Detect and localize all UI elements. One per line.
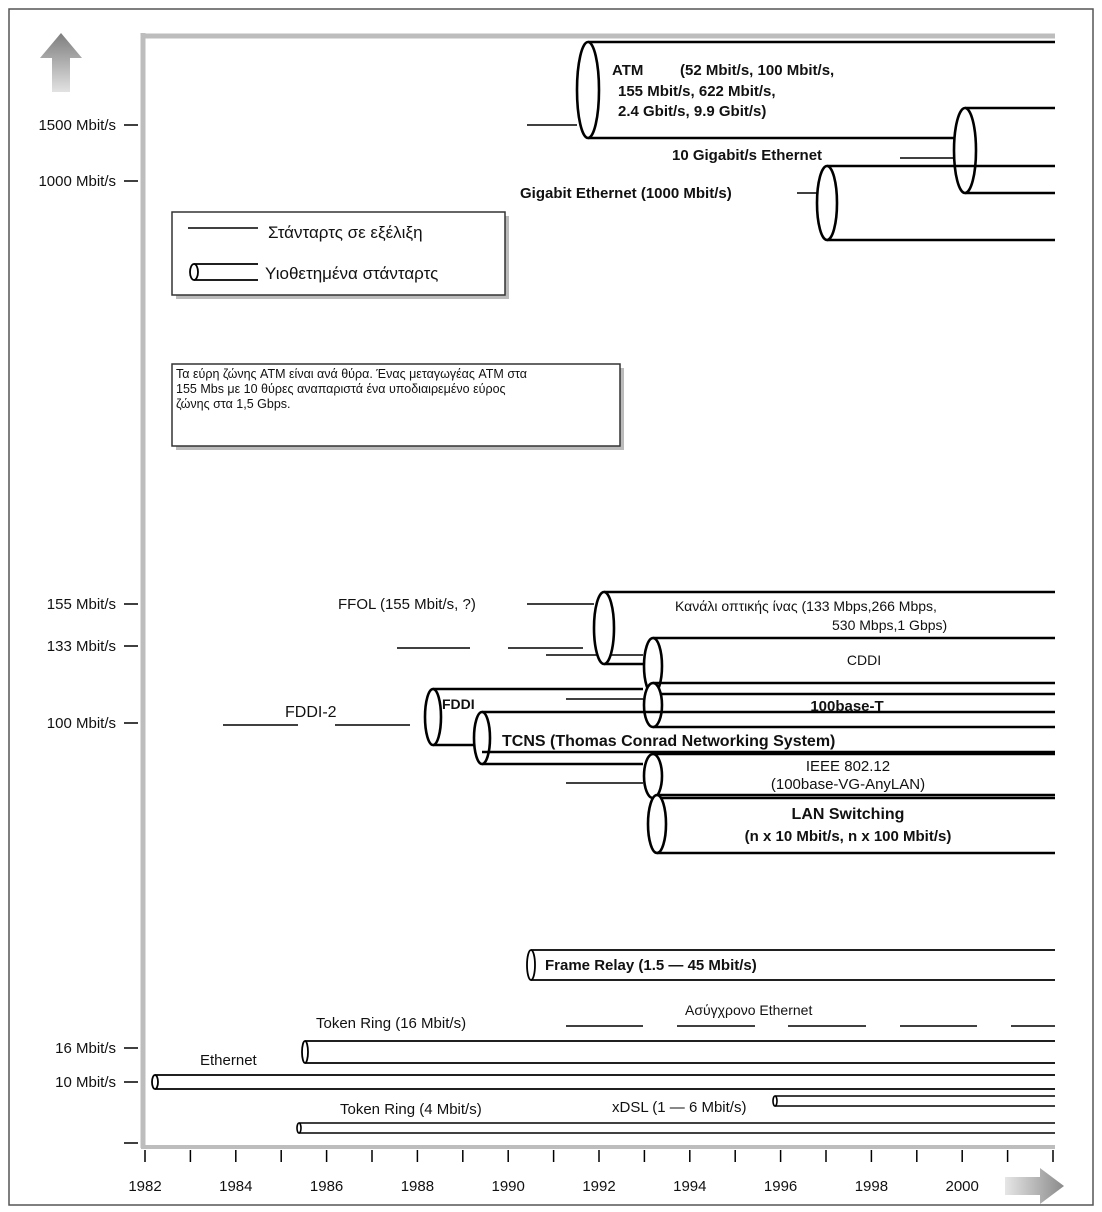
year-label: 1984	[219, 1178, 252, 1195]
atm-label: ATM	[612, 62, 643, 79]
lan-switching-label: LAN Switching	[792, 806, 905, 823]
legend-adopted-swatch-cap	[190, 264, 198, 280]
y-axis-label: 155 Mbit/s	[47, 596, 116, 613]
y-axis-label: 10 Mbit/s	[55, 1074, 116, 1091]
ieee-802-12-label: IEEE 802.12	[806, 758, 890, 775]
tube-end-cap	[594, 592, 614, 664]
year-label: 1982	[128, 1178, 161, 1195]
x-axis-labels: 1982 1984 1986 1988 1990 1992 1994 1996 …	[128, 1178, 979, 1195]
y-axis-label: 1500 Mbit/s	[38, 117, 116, 134]
legend: Στάνταρτς σε εξέλιξη Υιοθετημένα στάνταρ…	[172, 212, 509, 299]
lan-switching-label: (n x 10 Mbit/s, n x 100 Mbit/s)	[745, 828, 952, 845]
y-axis-label: 1000 Mbit/s	[38, 173, 116, 190]
ethernet-label: Ethernet	[200, 1052, 258, 1069]
tcns-label: TCNS (Thomas Conrad Networking System)	[502, 733, 835, 750]
tube-end-cap	[817, 166, 837, 240]
tube-token-ring-4	[297, 1123, 1055, 1133]
tube-token-ring-16	[302, 1041, 1055, 1063]
tube-xdsl	[773, 1096, 1055, 1106]
ten-gigabit-ethernet-label: 10 Gigabit/s Ethernet	[672, 147, 822, 164]
year-label: 1988	[401, 1178, 434, 1195]
frame-relay-label: Frame Relay (1.5 — 45 Mbit/s)	[545, 957, 757, 974]
ffol-label: FFOL (155 Mbit/s, ?)	[338, 596, 476, 613]
tube-end-cap	[527, 950, 535, 980]
year-label: 1986	[310, 1178, 343, 1195]
up-arrow-icon	[40, 33, 82, 92]
tube-end-cap	[648, 795, 666, 853]
note: Τα εύρη ζώνης ATM είναι ανά θύρα. Ένας μ…	[172, 364, 624, 450]
tube-ten-gigabit	[954, 108, 1055, 193]
100base-t-label: 100base-T	[810, 698, 883, 715]
ieee-802-12-label: (100base-VG-AnyLAN)	[771, 776, 925, 793]
tube-end-cap	[302, 1041, 308, 1063]
year-label: 1998	[855, 1178, 888, 1195]
fddi-label: FDDI	[442, 696, 475, 712]
token-ring-4-label: Token Ring (4 Mbit/s)	[340, 1101, 482, 1118]
atm-rates-line: (52 Mbit/s, 100 Mbit/s,	[680, 62, 834, 79]
xdsl-label: xDSL (1 — 6 Mbit/s)	[612, 1099, 746, 1116]
fiber-channel-label: 530 Mbps,1 Gbps)	[832, 617, 947, 633]
cddi-label: CDDI	[847, 652, 881, 668]
year-label: 2000	[946, 1178, 979, 1195]
note-line: ζώνης στα 1,5 Gbps.	[176, 397, 291, 411]
token-ring-16-label: Token Ring (16 Mbit/s)	[316, 1015, 466, 1032]
right-arrow-icon	[1005, 1168, 1064, 1204]
tube-ethernet	[152, 1075, 1055, 1089]
note-line: Τα εύρη ζώνης ATM είναι ανά θύρα. Ένας μ…	[176, 367, 527, 381]
tube-end-cap	[577, 42, 599, 138]
y-axis-label: 100 Mbit/s	[47, 715, 116, 732]
tube-end-cap	[297, 1123, 301, 1133]
tube-end-cap	[644, 754, 662, 798]
fiber-channel-label: Κανάλι οπτικής ίνας (133 Mbps,266 Mbps,	[675, 598, 937, 614]
y-axis-label: 133 Mbit/s	[47, 638, 116, 655]
tube-end-cap	[474, 712, 490, 764]
tube-end-cap	[954, 108, 976, 193]
y-axis-label: 16 Mbit/s	[55, 1040, 116, 1057]
year-label: 1994	[673, 1178, 706, 1195]
legend-evolving-label: Στάνταρτς σε εξέλιξη	[268, 223, 423, 242]
tube-end-cap	[644, 683, 662, 727]
y-axis-labels: 1500 Mbit/s 1000 Mbit/s 155 Mbit/s 133 M…	[38, 117, 116, 1091]
legend-adopted-label: Υιοθετημένα στάνταρτς	[265, 264, 438, 283]
tube-end-cap	[773, 1096, 777, 1106]
fddi-2-label: FDDI-2	[285, 704, 337, 721]
note-line: 155 Mbs με 10 θύρες αναπαριστά ένα υποδι…	[176, 382, 506, 396]
tube-gigabit	[817, 166, 1055, 240]
tube-end-cap	[425, 689, 441, 745]
year-label: 1996	[764, 1178, 797, 1195]
atm-rates-line: 2.4 Gbit/s, 9.9 Gbit/s)	[618, 103, 766, 120]
year-label: 1990	[492, 1178, 525, 1195]
gigabit-ethernet-label: Gigabit Ethernet (1000 Mbit/s)	[520, 185, 732, 202]
async-ethernet-label: Ασύγχρονο Ethernet	[685, 1002, 812, 1018]
tube-end-cap	[152, 1075, 158, 1089]
year-label: 1992	[582, 1178, 615, 1195]
atm-rates-line: 155 Mbit/s, 622 Mbit/s,	[618, 83, 776, 100]
